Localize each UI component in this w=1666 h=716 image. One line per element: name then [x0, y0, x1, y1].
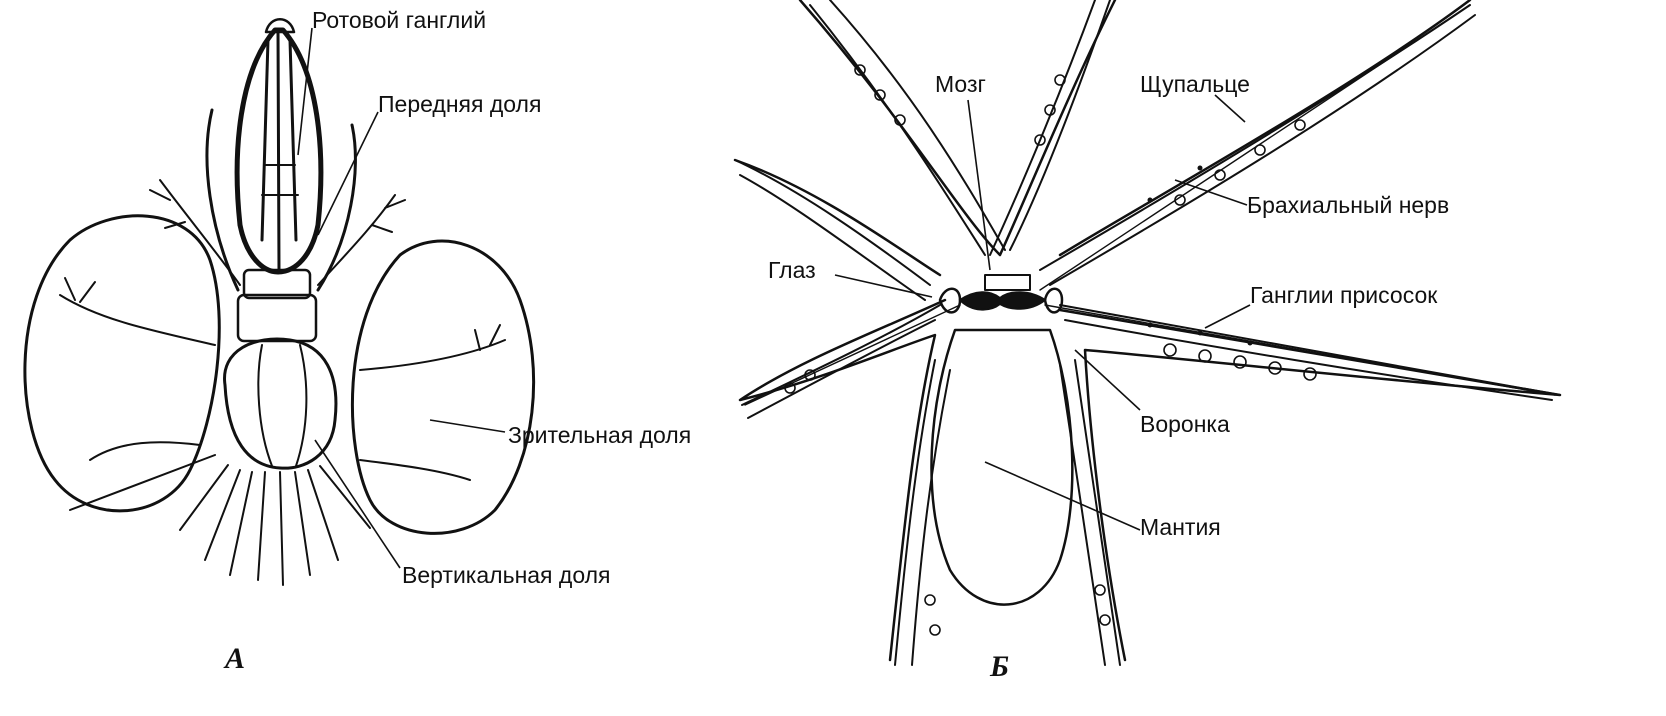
leader-optic-lobe	[430, 420, 505, 432]
panel-b-drawing	[735, 0, 1560, 665]
label-funnel: Воронка	[1140, 411, 1230, 437]
panel-letter-a: А	[223, 642, 245, 675]
label-anterior-lobe: Передняя доля	[378, 91, 541, 117]
label-brain: Мозг	[935, 71, 986, 97]
leader-eye	[835, 275, 932, 297]
label-mouth-ganglion: Ротовой ганглий	[312, 7, 486, 33]
label-vertical-lobe: Вертикальная доля	[402, 562, 610, 588]
leader-funnel	[1075, 350, 1140, 410]
label-brachial-nerve: Брахиальный нерв	[1247, 192, 1449, 218]
leader-brachial-nerve	[1175, 180, 1247, 205]
right-optic-lobe	[352, 241, 533, 533]
label-tentacle: Щупальце	[1140, 71, 1250, 97]
label-optic-lobe: Зрительная доля	[508, 422, 691, 448]
label-sucker-ganglia: Ганглии присосок	[1250, 282, 1438, 308]
leader-sucker-ganglia	[1205, 305, 1250, 328]
label-mantle: Мантия	[1140, 514, 1221, 540]
leader-tentacle	[1215, 95, 1245, 122]
left-optic-lobe	[25, 216, 219, 511]
label-eye: Глаз	[768, 257, 816, 283]
leader-mantle	[985, 462, 1140, 530]
central-brain	[225, 339, 336, 468]
mantle-shape	[931, 330, 1072, 605]
brain-mass	[960, 292, 1045, 309]
panel-letter-b: Б	[989, 650, 1009, 683]
eye-right	[1045, 289, 1062, 313]
